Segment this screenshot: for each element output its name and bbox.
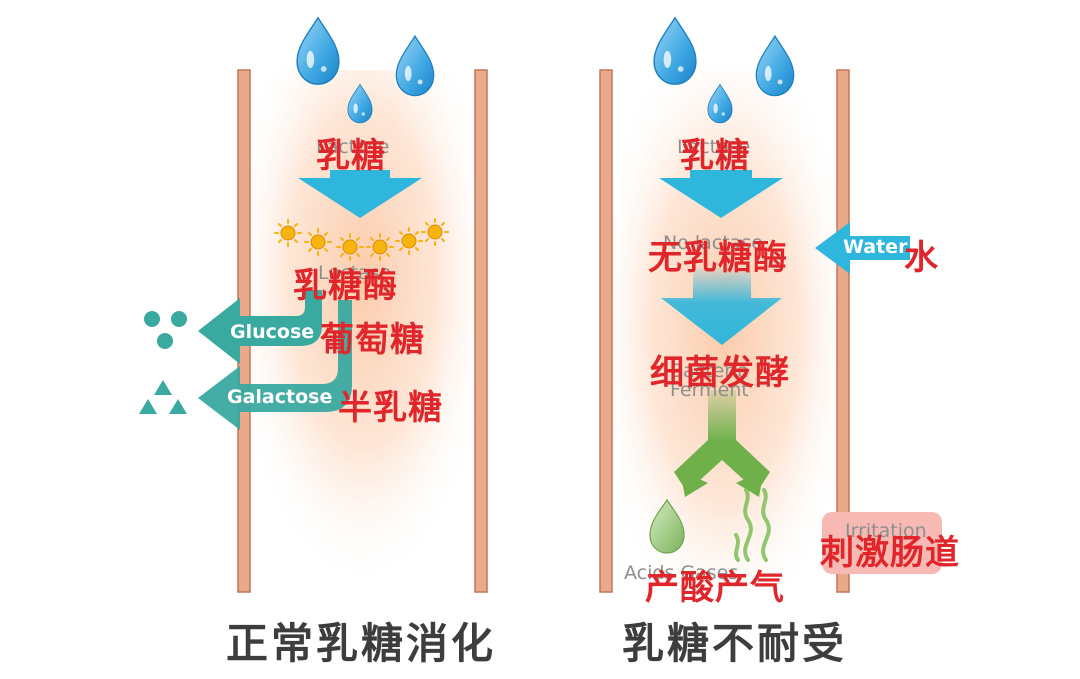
water-in-arrow [815, 222, 910, 274]
gas-wave-icon [734, 488, 771, 562]
split-arrow [674, 390, 770, 492]
left-lactase-en: Lactase [318, 262, 392, 284]
water-cn: 水 [904, 238, 939, 278]
left-wall-right [474, 69, 488, 593]
ferment-down-arrow [661, 268, 782, 345]
lactose-down-arrow [298, 170, 422, 218]
water-drop-icon [755, 35, 795, 97]
left-panel [139, 16, 488, 593]
irritation-en: Irritation [845, 520, 927, 542]
right-wall-left [599, 69, 613, 593]
right-lactose-en: Lactose [677, 136, 751, 158]
water-drop-icon [395, 35, 435, 97]
ferment-cn: 细菌发酵 [650, 353, 790, 393]
irritation-box [822, 512, 942, 574]
triangle-cluster-icon [139, 380, 187, 414]
glucose-en: Glucose [230, 321, 315, 343]
right-wall-right [836, 69, 850, 593]
sun-enzyme-icon [304, 228, 332, 256]
split-arrow-right-head [736, 470, 764, 497]
water-drop-icon [653, 16, 697, 85]
left-caption: 正常乳糖消化 [226, 619, 497, 668]
right-caption: 乳糖不耐受 [622, 619, 848, 668]
sun-enzyme-icon [274, 219, 302, 247]
ferment-en: Bacteria Ferment [670, 360, 749, 401]
sun-enzyme-icon [366, 233, 394, 261]
glucose-arrow [198, 290, 322, 364]
lactose-down-arrow [659, 170, 783, 218]
water-drop-icon [296, 16, 340, 85]
right-panel [599, 16, 942, 593]
left-lactase-cn: 乳糖酶 [293, 266, 398, 306]
water-en: Water [843, 236, 908, 258]
irritation-cn: 刺激肠道 [820, 533, 960, 573]
galactose-en: Galactose [227, 386, 333, 408]
left-lactose-en: Lactose [316, 136, 390, 158]
acids-gases-cn: 产酸产气 [645, 568, 785, 608]
acid-drop-icon [649, 498, 685, 554]
no-lactase-cn: 无乳糖酶 [648, 238, 788, 278]
galactose-arrow [198, 300, 352, 430]
split-arrow-left-head [680, 470, 708, 497]
sun-enzyme-icon [336, 233, 364, 261]
right-lactose-cn: 乳糖 [680, 136, 750, 176]
sun-enzyme-icon [395, 227, 423, 255]
sun-enzyme-icon [421, 218, 449, 246]
left-lactose-cn: 乳糖 [316, 136, 386, 176]
galactose-cn: 半乳糖 [338, 388, 443, 428]
dot-cluster-icon [144, 311, 187, 349]
acids-gases-en: Acids Gases [624, 562, 739, 584]
no-lactase-en: No lactase [663, 232, 763, 254]
glucose-cn: 葡萄糖 [320, 320, 425, 360]
